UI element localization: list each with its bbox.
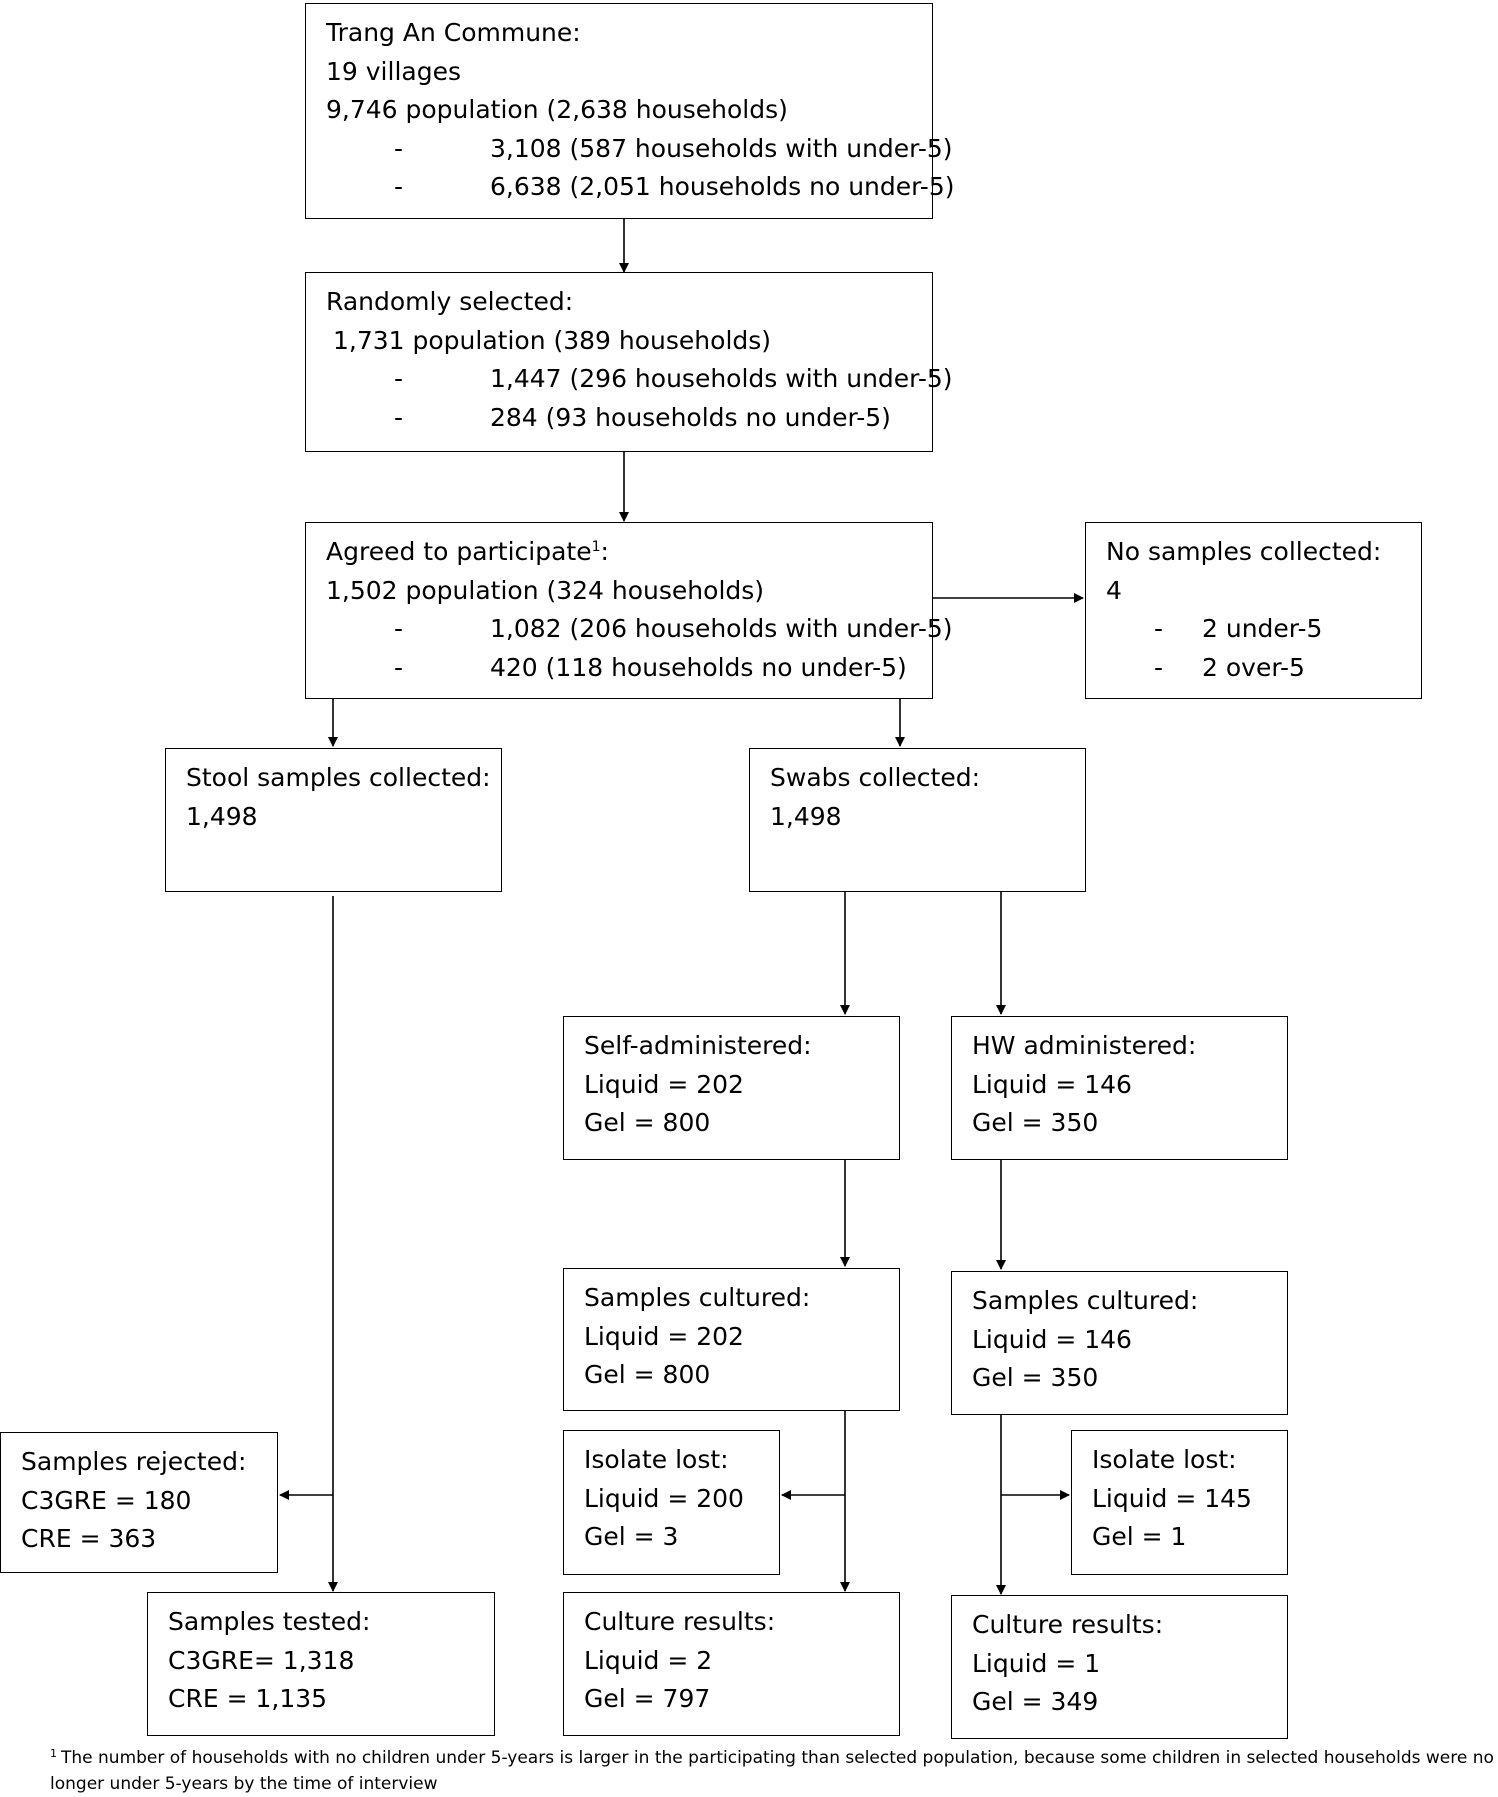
box-self-administered: Self-administered: Liquid = 202 Gel = 80… [563,1016,900,1160]
stool-count: 1,498 [186,801,258,831]
box-stool: Stool samples collected: 1,498 [165,748,502,892]
hw-admin-gel: Gel = 350 [972,1108,1099,1137]
rejected-cre: CRE = 363 [21,1524,157,1553]
tested-c3gre: C3GRE= 1,318 [168,1645,355,1675]
selected-population: 1,731 population (389 households) [333,325,772,355]
self-lost-liquid: Liquid = 200 [584,1483,744,1513]
self-admin-gel: Gel = 800 [584,1108,711,1137]
footnote-mark: 1 [50,1747,57,1760]
box-rejected: Samples rejected: C3GRE = 180 CRE = 363 [0,1432,278,1573]
no-samples-count: 4 [1106,575,1122,605]
box-self-isolate-lost: Isolate lost: Liquid = 200 Gel = 3 [563,1430,780,1575]
agreed-population: 1,502 population (324 households) [326,575,765,605]
tested-title: Samples tested: [168,1607,371,1636]
agreed-bullet-2: -420 (118 households no under-5) [394,652,907,682]
selected-bullet-2: -284 (93 households no under-5) [394,402,891,432]
selected-title: Randomly selected: [326,287,574,316]
box-swabs: Swabs collected: 1,498 [749,748,1086,892]
selected-bullet-1: -1,447 (296 households with under-5) [394,364,953,393]
no-samples-bullet-1: -2 under-5 [1154,614,1323,643]
self-cultured-title: Samples cultured: [584,1283,811,1312]
stool-title: Stool samples collected: [186,763,491,792]
box-hw-cultured: Samples cultured: Liquid = 146 Gel = 350 [951,1271,1288,1415]
commune-title: Trang An Commune: [326,18,581,47]
hw-results-gel: Gel = 349 [972,1687,1099,1716]
box-agreed: Agreed to participate1: 1,502 population… [305,522,953,699]
hw-lost-liquid: Liquid = 145 [1092,1483,1252,1513]
agreed-bullet-1: -1,082 (206 households with under-5) [394,614,953,643]
footnote-text: The number of households with no childre… [50,1748,1494,1794]
box-hw-isolate-lost: Isolate lost: Liquid = 145 Gel = 1 [1071,1430,1288,1575]
self-admin-liquid: Liquid = 202 [584,1069,744,1099]
box-self-cultured: Samples cultured: Liquid = 202 Gel = 800 [563,1268,900,1411]
self-admin-title: Self-administered: [584,1031,812,1060]
hw-lost-title: Isolate lost: [1092,1445,1237,1474]
self-results-liquid: Liquid = 2 [584,1645,713,1675]
commune-bullet-2: -6,638 (2,051 households no under-5) [394,172,955,201]
no-samples-bullet-2: -2 over-5 [1154,652,1305,682]
footnote-marker: 1 [591,539,601,555]
commune-population: 9,746 population (2,638 households) [326,95,788,124]
agreed-title: Agreed to participate1: [326,537,609,566]
swabs-title: Swabs collected: [770,763,981,792]
self-results-gel: Gel = 797 [584,1684,711,1713]
hw-lost-gel: Gel = 1 [1092,1522,1187,1551]
self-results-title: Culture results: [584,1607,776,1636]
self-lost-title: Isolate lost: [584,1445,729,1474]
hw-cultured-title: Samples cultured: [972,1286,1199,1315]
hw-admin-title: HW administered: [972,1031,1197,1060]
box-commune: Trang An Commune: 19 villages 9,746 popu… [305,3,955,219]
swabs-count: 1,498 [770,801,842,831]
no-samples-title: No samples collected: [1106,537,1382,566]
rejected-title: Samples rejected: [21,1447,247,1476]
box-no-samples: No samples collected: 4 -2 under-5 -2 ov… [1085,522,1422,699]
box-hw-results: Culture results: Liquid = 1 Gel = 349 [951,1595,1288,1739]
hw-results-title: Culture results: [972,1610,1164,1639]
rejected-c3gre: C3GRE = 180 [21,1485,192,1515]
hw-cultured-liquid: Liquid = 146 [972,1324,1132,1354]
hw-cultured-gel: Gel = 350 [972,1363,1099,1392]
hw-results-liquid: Liquid = 1 [972,1648,1101,1678]
box-tested: Samples tested: C3GRE= 1,318 CRE = 1,135 [147,1592,495,1736]
self-lost-gel: Gel = 3 [584,1522,679,1551]
commune-villages: 19 villages [326,56,461,86]
tested-cre: CRE = 1,135 [168,1684,328,1713]
box-hw-administered: HW administered: Liquid = 146 Gel = 350 [951,1016,1288,1160]
box-self-results: Culture results: Liquid = 2 Gel = 797 [563,1592,900,1736]
box-selected: Randomly selected: 1,731 population (389… [305,272,953,452]
self-cultured-gel: Gel = 800 [584,1360,711,1389]
self-cultured-liquid: Liquid = 202 [584,1321,744,1351]
commune-bullet-1: -3,108 (587 households with under-5) [394,133,953,163]
hw-admin-liquid: Liquid = 146 [972,1069,1132,1099]
